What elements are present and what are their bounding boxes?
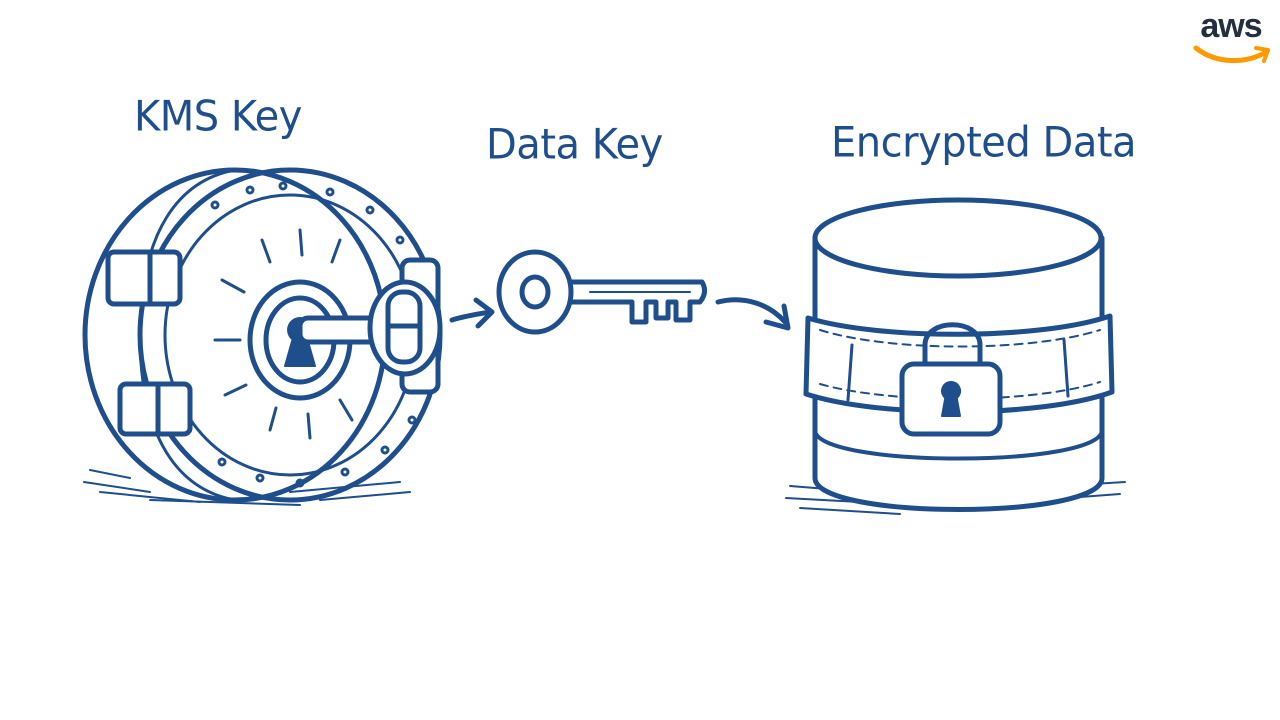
aws-logo-text: aws [1200, 7, 1262, 45]
key-icon [496, 249, 708, 335]
aws-logo: aws [1188, 8, 1274, 68]
arrow-2-icon [715, 297, 791, 331]
aws-smile-icon [1193, 45, 1270, 64]
arrow-1-icon [449, 297, 495, 329]
database-icon [785, 197, 1126, 515]
encrypted-data-label: Encrypted Data [831, 118, 1137, 168]
kms-key-label: KMS Key [134, 92, 302, 142]
data-key-label: Data Key [486, 120, 663, 170]
vault-icon [82, 167, 443, 506]
